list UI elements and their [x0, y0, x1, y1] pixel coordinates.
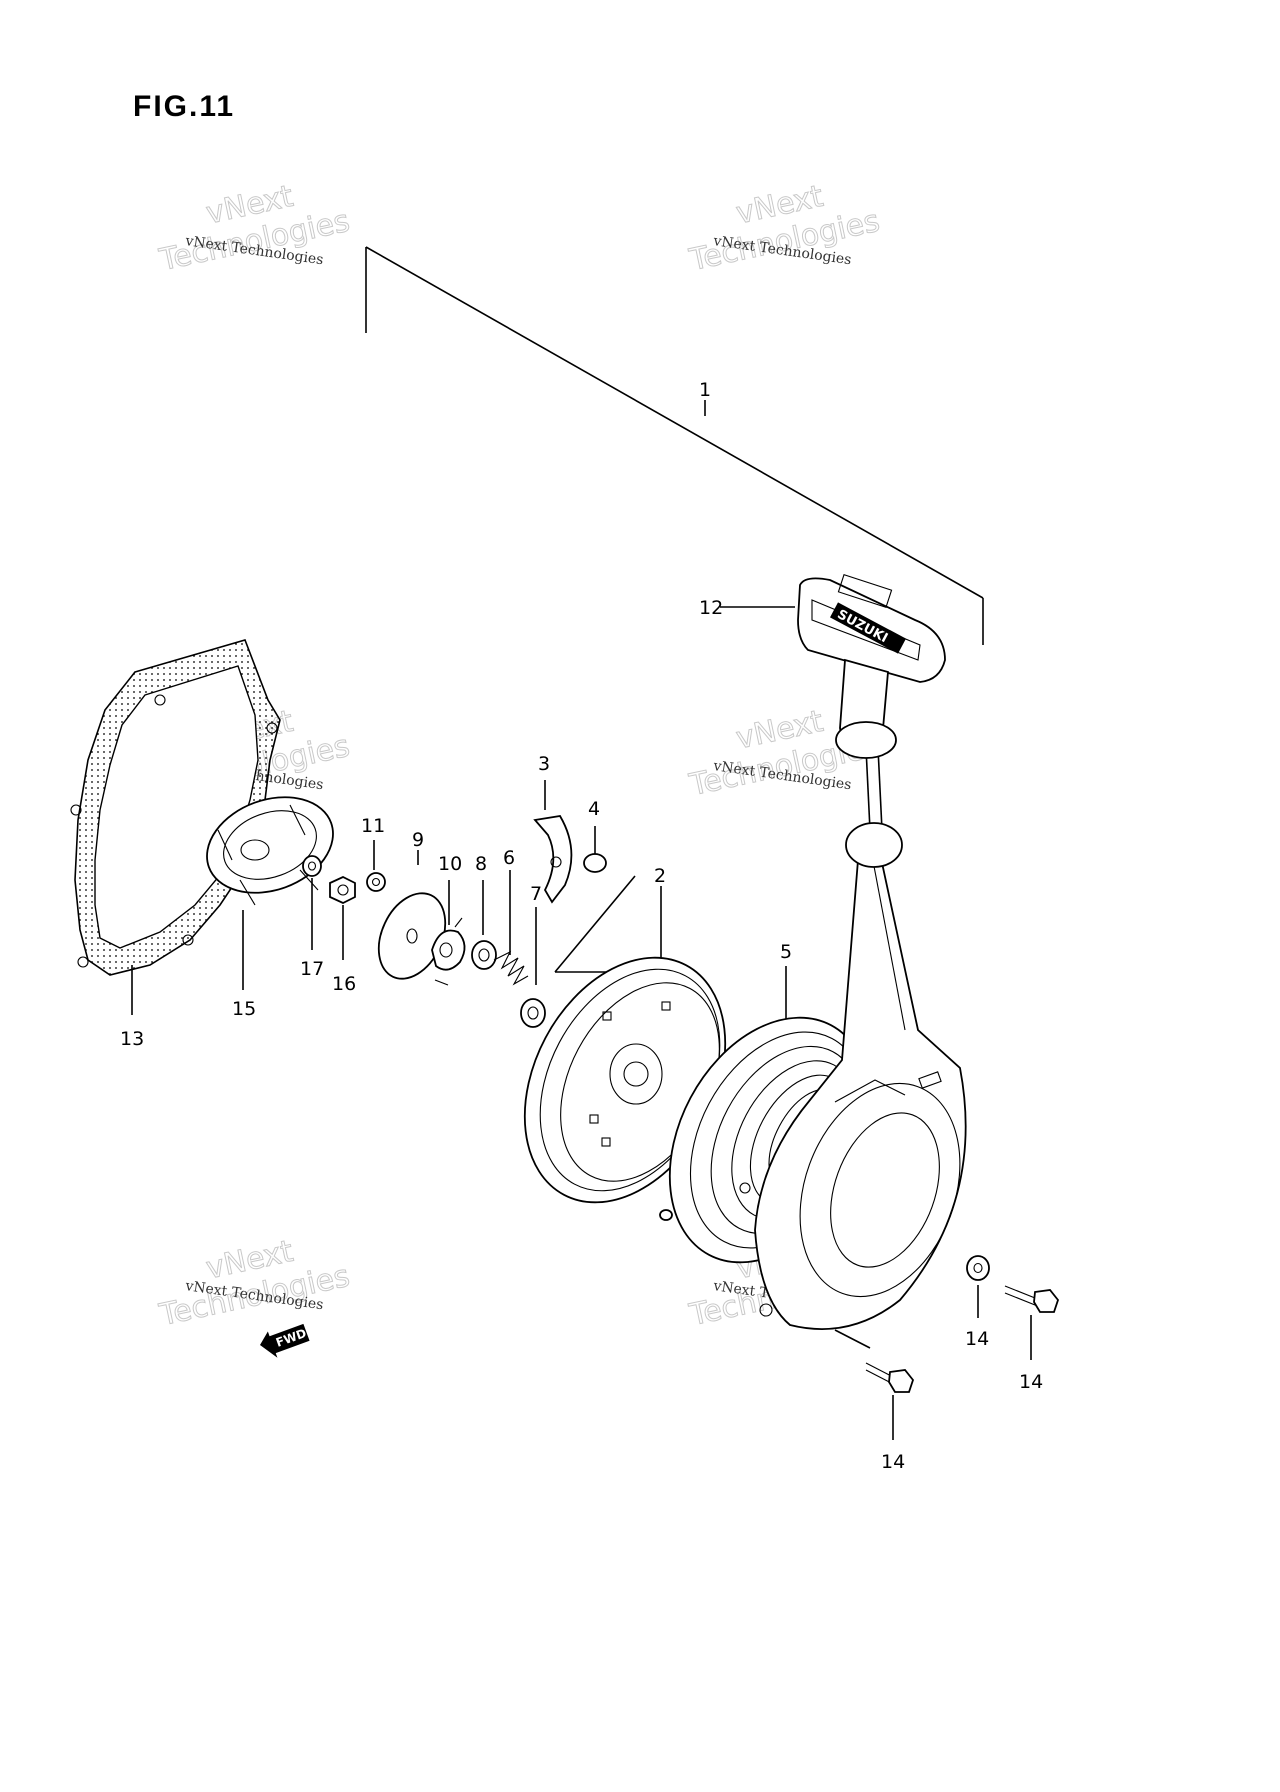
callout-11: 11 — [361, 815, 385, 837]
callout-14-right: 14 — [1019, 1371, 1043, 1393]
assembly-bracket — [365, 246, 984, 645]
callout-14-bottom: 14 — [881, 1451, 905, 1473]
starter-handle-12-part: SUZUKI — [720, 574, 946, 759]
washer-18-part — [302, 855, 322, 950]
drive-cup-part — [206, 796, 334, 990]
callout-3: 3 — [538, 753, 550, 775]
callout-4: 4 — [588, 798, 600, 820]
watermark-top-right: vNext Technologies — [685, 178, 883, 278]
callout-7: 7 — [530, 883, 542, 905]
ratchet-10-part — [431, 880, 466, 986]
callout-17: 16 — [332, 973, 356, 995]
washer-8-part — [471, 880, 497, 970]
pin-4-part — [583, 826, 607, 873]
callout-10: 10 — [438, 853, 462, 875]
callout-8: 8 — [475, 853, 487, 875]
watermark-bottom-left: vNext Technologies — [155, 1233, 353, 1333]
figure-title: FIG.11 — [133, 90, 235, 123]
callout-2: 2 — [654, 865, 666, 887]
callout-5: 5 — [780, 941, 792, 963]
starter-case-part — [739, 747, 967, 1349]
bolt-14-right-part — [1004, 1285, 1060, 1360]
callout-1: 1 — [699, 379, 711, 401]
nut-17-part — [329, 876, 356, 960]
spring-6-part — [493, 870, 529, 986]
callout-6: 6 — [503, 847, 515, 869]
bushing-7-part — [520, 907, 546, 1028]
nut-11-part — [366, 840, 386, 892]
callout-9: 9 — [412, 829, 424, 851]
washer-15-part — [966, 1255, 990, 1318]
callout-18: 17 — [300, 958, 324, 980]
bolt-14-bottom-part — [865, 1362, 915, 1440]
fwd-arrow-icon: FWD — [260, 1323, 310, 1358]
pawl-3-part — [533, 780, 573, 904]
callout-15: 14 — [965, 1328, 989, 1350]
callout-16: 15 — [232, 998, 256, 1020]
callout-13: 13 — [120, 1028, 144, 1050]
callout-12: 12 — [699, 597, 723, 619]
